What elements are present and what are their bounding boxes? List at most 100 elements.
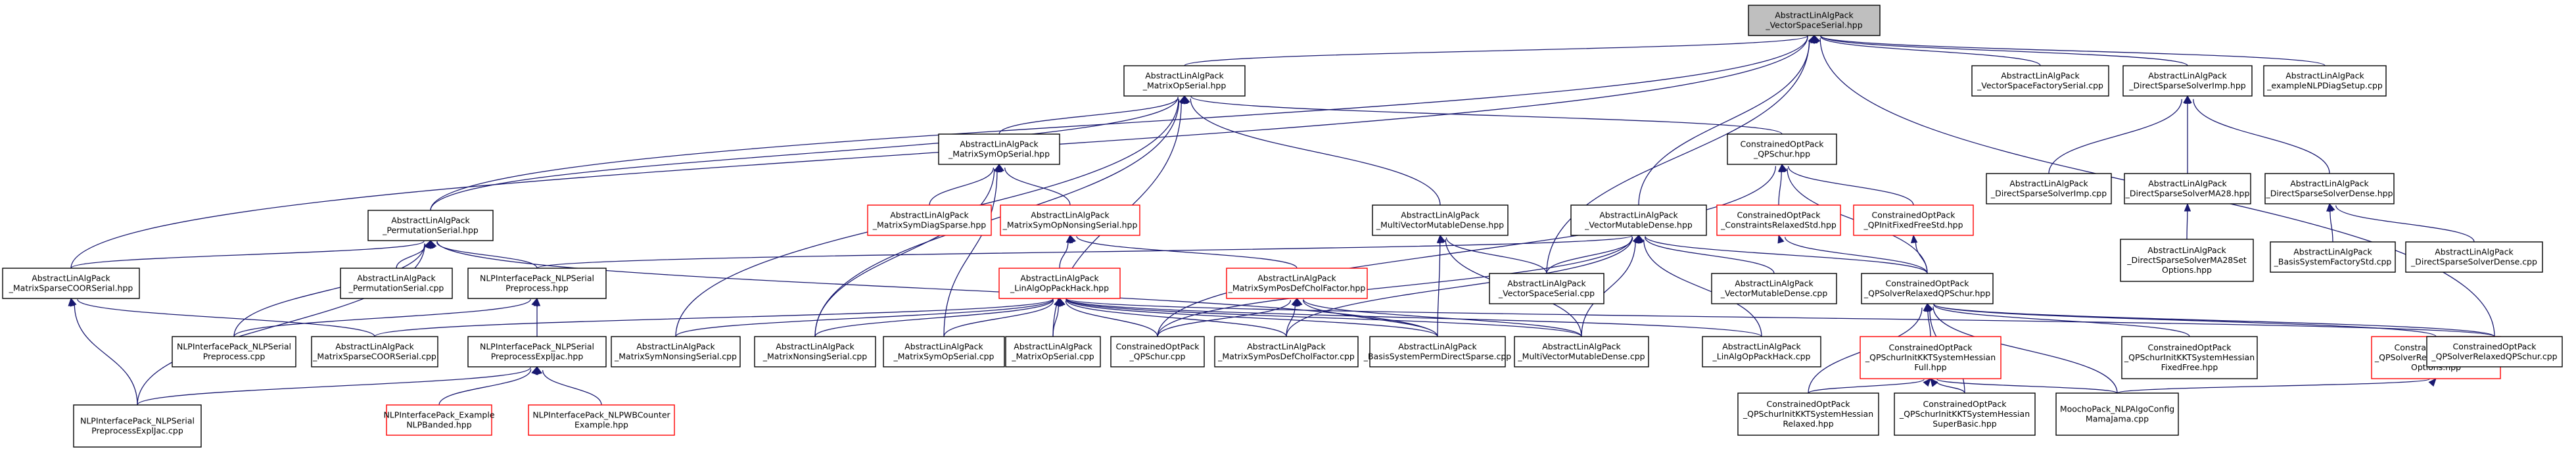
node-msym[interactable]: AbstractLinAlgPack_MatrixSymOpSerial.hpp [938,133,1060,165]
edge-nlppre-to-perm [430,239,538,269]
node-box [1123,65,1246,97]
edge-mnscpp-to-mos [814,95,1188,337]
node-ma28[interactable]: AbstractLinAlgPack_DirectSparseSolverMA2… [2124,173,2251,204]
node-qpschur[interactable]: ConstrainedOptPack_QPSchur.hpp [1727,133,1837,165]
node-root[interactable]: AbstractLinAlgPack_VectorSpaceSerial.hpp [1748,5,1881,36]
node-box [2124,173,2251,204]
node-nlpjaccpp[interactable]: NLPInterfacePack_NLPSerialPreprocessExpl… [73,404,202,448]
node-label-line: AbstractLinAlgPack [1401,210,1480,220]
node-dssi[interactable]: AbstractLinAlgPack_DirectSparseSolverImp… [2122,65,2253,97]
node-mvmdcpp[interactable]: AbstractLinAlgPack_MultiVectorMutableDen… [1514,336,1649,367]
node-box [1214,336,1359,367]
node-label-line: _LinAlgOpPackHack.hpp [1010,283,1109,293]
node-box [1570,204,1707,236]
node-pdchol[interactable]: AbstractLinAlgPack_MatrixSymPosDefCholFa… [1226,268,1368,299]
edge-diagsp-to-msym [929,163,1001,206]
node-diagsp[interactable]: AbstractLinAlgPack_MatrixSymDiagSparse.h… [867,204,992,236]
node-mscoo[interactable]: AbstractLinAlgPack_MatrixSparseCOORSeria… [2,268,140,299]
node-box [883,336,1005,367]
node-box [1748,5,1881,36]
node-dssicpp[interactable]: AbstractLinAlgPack_DirectSparseSolverImp… [1986,173,2112,204]
node-dsdensecpp[interactable]: AbstractLinAlgPack_DirectSparseSolverDen… [2405,241,2543,273]
node-bspds[interactable]: AbstractLinAlgPack_BasisSystemPermDirect… [1363,336,1512,367]
node-box [311,336,438,367]
node-lahackcpp[interactable]: AbstractLinAlgPack_LinAlgOpPackHack.cpp [1702,336,1821,367]
node-label-line: PreprocessExplJac.cpp [91,426,183,436]
edge-kktrelax-to-kktfull [1808,377,1931,394]
node-kktsuper[interactable]: ConstrainedOptPack_QPSchurInitKKTSystemH… [1894,392,2036,436]
node-label-line: ConstrainedOptPack [1889,343,1973,352]
node-perm[interactable]: AbstractLinAlgPack_PermutationSerial.hpp [367,210,494,241]
node-label-line: _PermutationSerial.cpp [348,283,444,293]
node-mopcpp[interactable]: AbstractLinAlgPack_MatrixOpSerial.cpp [1005,336,1101,367]
node-kktrelax[interactable]: ConstrainedOptPack_QPSchurInitKKTSystemH… [1737,392,1879,436]
node-label-line: MoochoPack_NLPAlgoConfig [2060,404,2174,414]
node-vsfs[interactable]: AbstractLinAlgPack_VectorSpaceFactorySer… [1971,65,2109,97]
node-label-line: AbstractLinAlgPack [2148,71,2227,81]
node-lahack[interactable]: AbstractLinAlgPack_LinAlgOpPackHack.hpp [998,268,1121,299]
node-label-line: ConstrainedOptPack [1767,399,1851,409]
edge-bspds-to-perm [428,239,1438,337]
node-pdcholcpp[interactable]: AbstractLinAlgPack_MatrixSymPosDefCholFa… [1214,336,1359,367]
node-label-line: _VectorSpaceSerial.cpp [1498,289,1595,298]
node-ends[interactable]: AbstractLinAlgPack_exampleNLPDiagSetup.c… [2263,65,2387,97]
node-qpschurcpp[interactable]: ConstrainedOptPack_QPSchur.cpp [1110,336,1205,367]
node-label-line: NLPInterfacePack_Example [383,410,494,420]
edge-dsdense-to-dssi [2185,95,2330,174]
node-label-line: AbstractLinAlgPack [32,273,110,283]
node-ma28opt[interactable]: AbstractLinAlgPack_DirectSparseSolverMA2… [2120,239,2254,282]
edge-mama-to-qprsopt [2117,378,2437,394]
node-nonsing[interactable]: AbstractLinAlgPack_MatrixSymOpNonsingSer… [1000,204,1140,236]
node-kktfixed[interactable]: ConstrainedOptPack_QPSchurInitKKTSystemH… [2121,336,2258,379]
edge-dssicpp-to-dssi [2048,95,2190,174]
node-box [1737,392,1879,436]
node-qprcpp[interactable]: ConstrainedOptPack_QPSolverRelaxedQPSchu… [2426,336,2563,367]
node-nlpjac[interactable]: NLPInterfacePack_NLPSerialPreprocessExpl… [467,336,607,367]
node-label-line: AbstractLinAlgPack [960,139,1039,149]
node-bsfs[interactable]: AbstractLinAlgPack_BasisSystemFactoryStd… [2270,241,2396,273]
node-label-line: _MatrixSparseCOORSerial.cpp [312,352,436,362]
node-box [2120,239,2254,282]
node-mvmd[interactable]: AbstractLinAlgPack_MultiVectorMutableDen… [1372,204,1509,236]
node-label-line: _QPSolverRelaxedQPSchur.cpp [2431,352,2557,362]
node-box [1727,133,1837,165]
edge-qpschurcpp-to-lahack [1058,297,1158,337]
node-kktfull[interactable]: ConstrainedOptPack_QPSchurInitKKTSystemH… [1860,336,2002,379]
edge-nlpjaccpp-to-mscoo [68,297,138,406]
node-label-line: NLPInterfacePack_NLPWBCounter [532,410,670,420]
node-label-line: _DirectSparseSolverImp.cpp [1990,189,2107,199]
node-label-line: AbstractLinAlgPack [904,342,983,352]
node-box [367,210,494,241]
node-box [386,404,492,436]
node-box [2264,173,2395,204]
node-label-line: AbstractLinAlgPack [1599,210,1678,220]
node-box [2,268,140,299]
node-label-line: _QPInitFixedFreeStd.hpp [1863,220,1963,230]
node-msnscpp[interactable]: AbstractLinAlgPack_MatrixSymNonsingSeria… [611,336,741,367]
node-vmdcpp[interactable]: AbstractLinAlgPack_VectorMutableDense.cp… [1711,273,1837,304]
node-mnscpp[interactable]: AbstractLinAlgPack_MatrixNonsingSerial.c… [754,336,876,367]
node-label-line: AbstractLinAlgPack [1031,210,1110,220]
node-mos[interactable]: AbstractLinAlgPack_MatrixOpSerial.hpp [1123,65,1246,97]
node-box [1860,336,2002,379]
node-crstd[interactable]: ConstrainedOptPack_ConstraintsRelaxedStd… [1716,204,1841,236]
node-label-line: AbstractLinAlgPack [890,210,969,220]
node-label-line: _MatrixSymOpNonsingSerial.hpp [1002,220,1138,230]
node-qprelax[interactable]: ConstrainedOptPack_QPSolverRelaxedQPSchu… [1861,273,1994,304]
node-msymcpp[interactable]: AbstractLinAlgPack_MatrixSymOpSerial.cpp [883,336,1005,367]
node-box [1986,173,2112,204]
node-label-line: _MatrixSymOpSerial.cpp [893,352,995,362]
node-mscoocpp[interactable]: AbstractLinAlgPack_MatrixSparseCOORSeria… [311,336,438,367]
node-dsdense[interactable]: AbstractLinAlgPack_DirectSparseSolverDen… [2264,173,2395,204]
node-pffs[interactable]: ConstrainedOptPack_QPInitFixedFreeStd.hp… [1853,204,1974,236]
node-permcpp[interactable]: AbstractLinAlgPack_PermutationSerial.cpp [340,268,453,299]
node-vsscpp[interactable]: AbstractLinAlgPack_VectorSpaceSerial.cpp [1489,273,1604,304]
edge-qprsopt-to-qprelax [1927,302,2437,337]
edge-perm-to-root [430,34,1817,211]
node-vmd[interactable]: AbstractLinAlgPack_VectorMutableDense.hp… [1570,204,1707,236]
